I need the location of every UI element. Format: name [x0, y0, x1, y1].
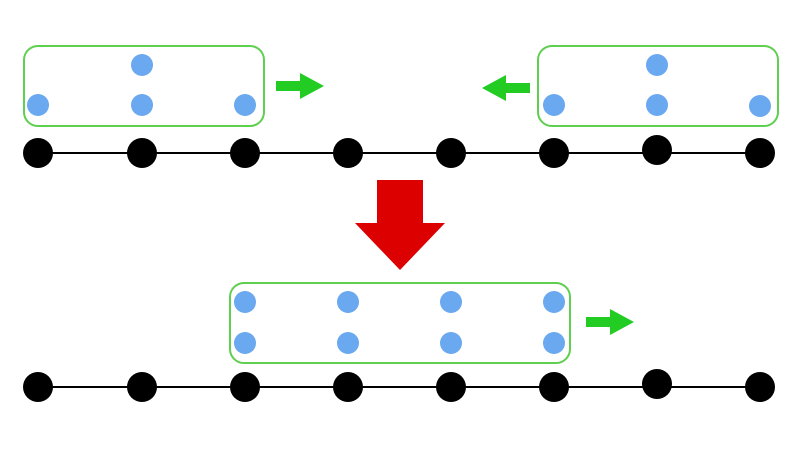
chain-node	[127, 138, 157, 168]
chain-node	[127, 372, 157, 402]
chain-node	[539, 372, 569, 402]
chain-node	[230, 372, 260, 402]
particle-dot	[646, 54, 668, 76]
transition-arrow-down-icon	[355, 180, 445, 270]
chain-node	[745, 138, 775, 168]
chain-node	[539, 138, 569, 168]
chain-node	[642, 369, 672, 399]
particle-dot	[234, 332, 256, 354]
stage-before	[23, 45, 779, 168]
group-outline	[537, 45, 779, 127]
chain-node	[23, 372, 53, 402]
particle-dot	[440, 291, 462, 313]
particle-dot	[234, 291, 256, 313]
group-outline	[229, 282, 571, 364]
chain-node	[230, 138, 260, 168]
chain-node	[745, 372, 775, 402]
particle-dot	[131, 54, 153, 76]
particle-dot	[234, 94, 256, 116]
arrow-right-icon	[276, 73, 324, 99]
stage-after	[23, 282, 775, 402]
chain-node	[436, 138, 466, 168]
chain-node	[23, 138, 53, 168]
particle-dot	[543, 332, 565, 354]
chain-node	[642, 135, 672, 165]
left-group	[23, 45, 265, 127]
arrow-left-icon	[482, 75, 530, 101]
particle-dot	[749, 95, 771, 117]
chain-node	[333, 372, 363, 402]
merged-group	[229, 282, 571, 364]
particle-dot	[337, 291, 359, 313]
particle-dot	[646, 94, 668, 116]
chain-node	[436, 372, 466, 402]
right-group	[537, 45, 779, 127]
particle-dot	[131, 94, 153, 116]
particle-dot	[440, 332, 462, 354]
particle-dot	[543, 291, 565, 313]
group-outline	[23, 45, 265, 127]
chain-node	[333, 138, 363, 168]
particle-dot	[337, 332, 359, 354]
particle-dot	[27, 94, 49, 116]
particle-dot	[543, 94, 565, 116]
arrow-right-icon	[586, 309, 634, 335]
